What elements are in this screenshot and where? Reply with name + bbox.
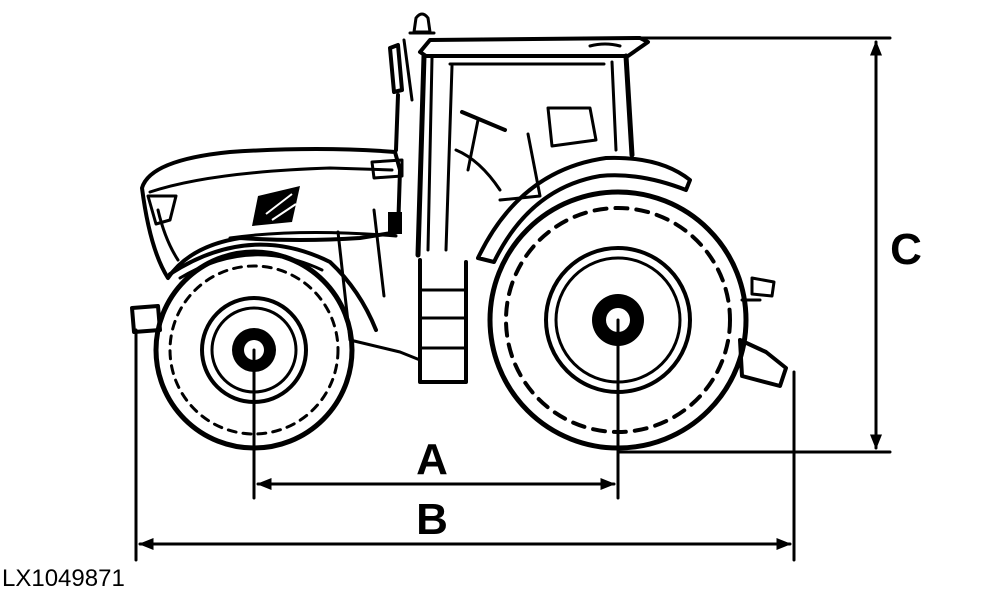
beacon-light-icon <box>408 12 436 35</box>
cab <box>388 36 650 258</box>
tractor-illustration <box>130 12 788 451</box>
rear-fender <box>476 155 692 264</box>
label-b: B <box>416 495 448 544</box>
label-c: C <box>890 225 922 274</box>
cab-steps <box>418 258 468 384</box>
front-bumper <box>130 304 162 334</box>
front-fender <box>168 242 378 332</box>
dimension-lines <box>134 36 892 562</box>
hood <box>140 147 422 362</box>
label-a: A <box>416 435 448 484</box>
figure-id: LX1049871 <box>2 565 125 591</box>
